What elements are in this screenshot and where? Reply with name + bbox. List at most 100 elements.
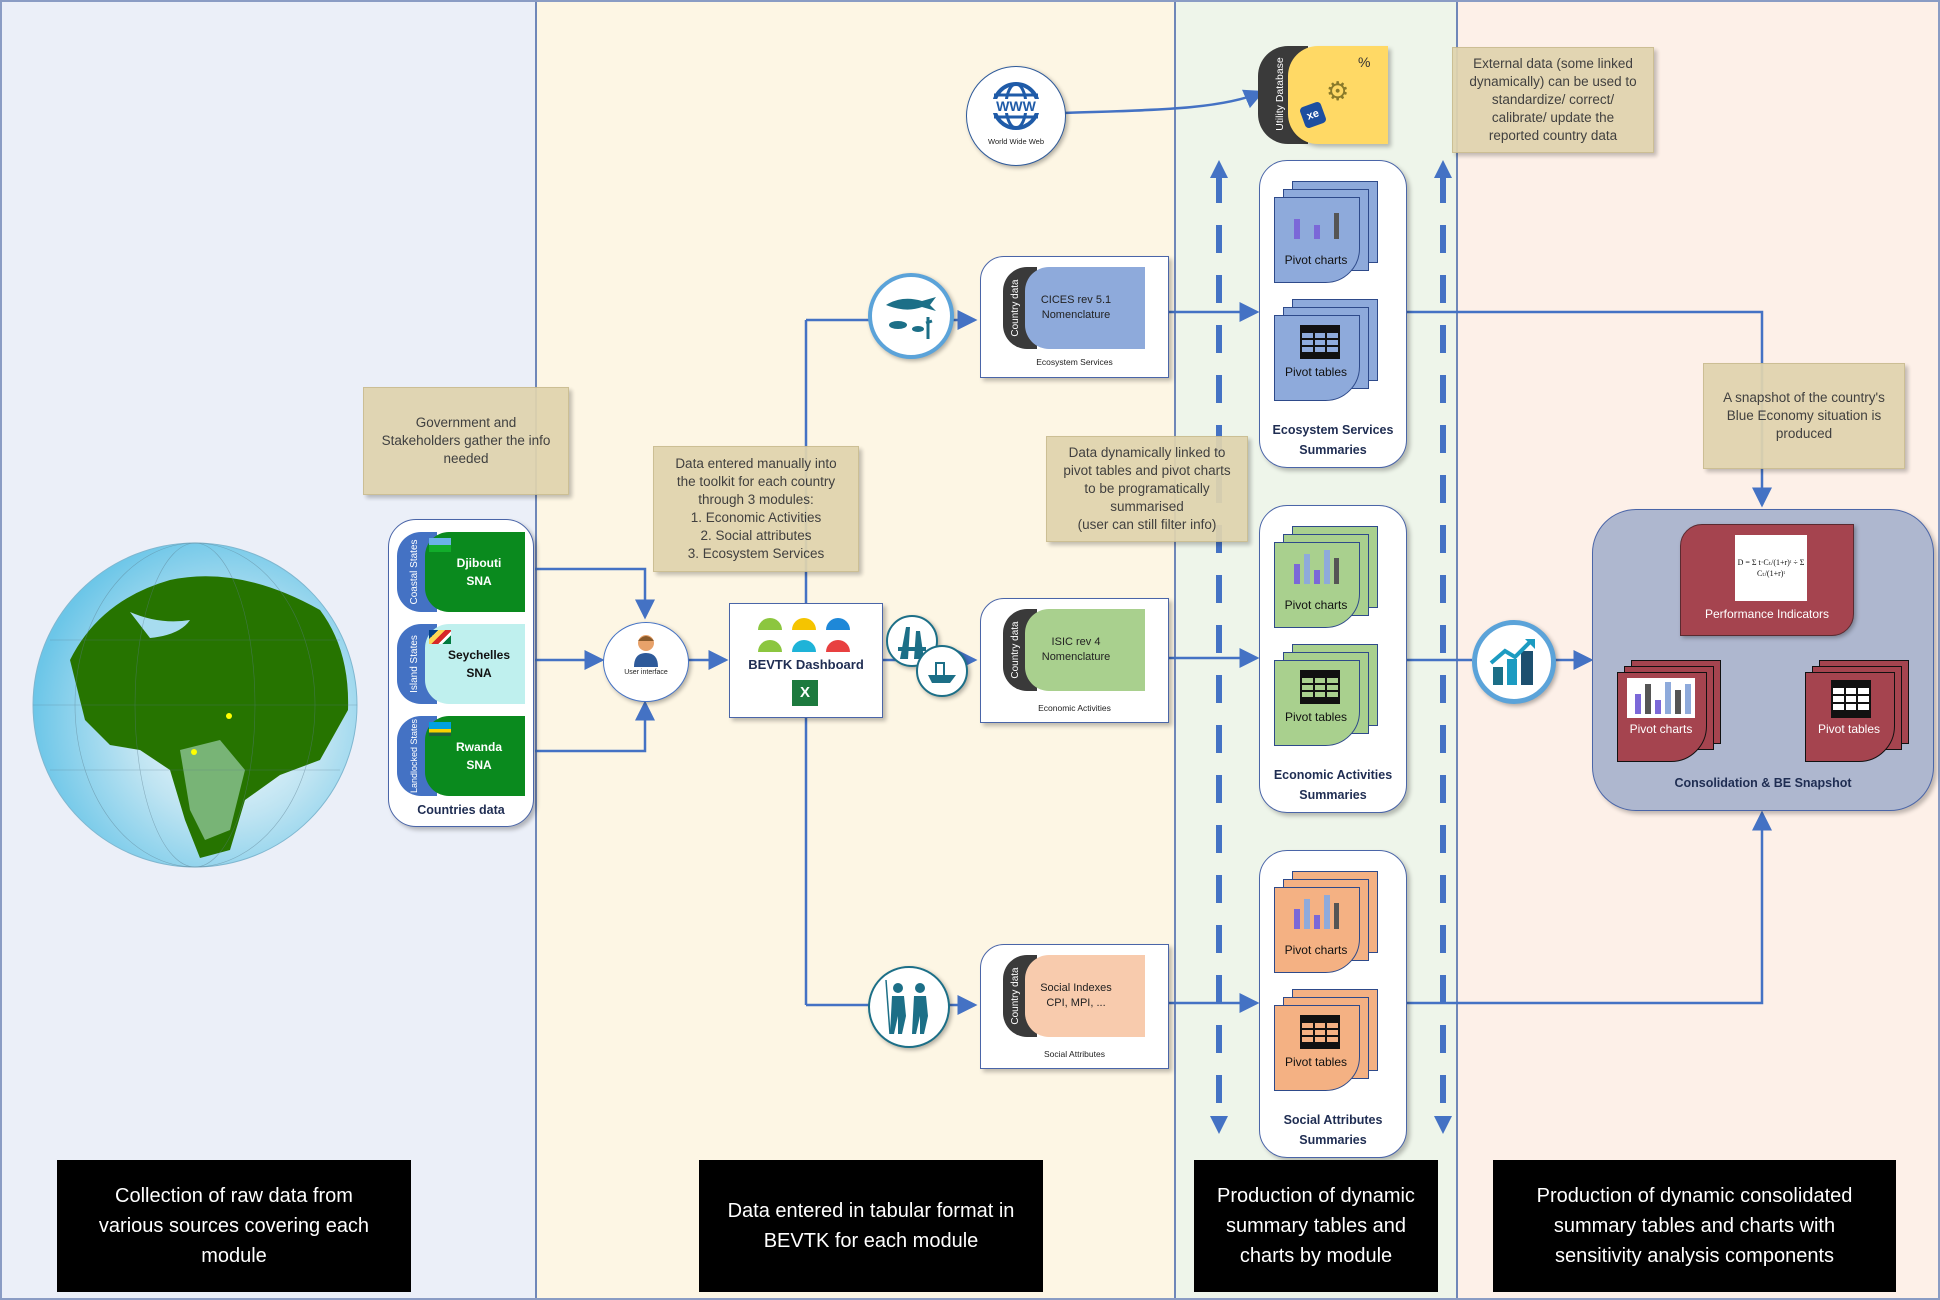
country-djibouti[interactable]: Coastal States Djibouti SNA (397, 532, 525, 612)
countries-data-panel: Coastal States Djibouti SNA Island State… (388, 519, 534, 827)
summary-social[interactable]: Pivot charts Pivot tables Social Attribu… (1259, 850, 1407, 1158)
user-interface-node[interactable]: User interface (603, 622, 689, 702)
oil-rig-icon (898, 627, 926, 659)
bar-chart-icon (1294, 550, 1339, 584)
world-wide-web-node[interactable]: WWW World Wide Web (966, 66, 1066, 166)
table-grid-icon (1300, 670, 1340, 704)
gauge-icons (758, 618, 850, 652)
country-name: Seychelles SNA (447, 648, 511, 680)
module-caption: Ecosystem Services (1036, 357, 1113, 367)
pivot-tables-label: Pivot tables (1284, 365, 1348, 379)
nomenclature-text: Social Indexes CPI, MPI, ... (1040, 982, 1112, 1009)
caption-entry-text: Data entered in tabular format in BEVTK … (727, 1200, 1015, 1252)
module-caption: Economic Activities (1038, 703, 1111, 713)
lane-divider (1174, 0, 1176, 1300)
social-icon-node[interactable] (868, 966, 950, 1048)
performance-indicators-label: Performance Indicators (1704, 607, 1830, 621)
nomenclature-text: ISIC rev 4 Nomenclature (1041, 636, 1111, 663)
bar-chart-icon (1294, 205, 1339, 239)
pivot-tables-label: Pivot tables (1284, 1055, 1348, 1069)
country-data-label: Country data (1010, 621, 1021, 679)
note-gather: Government and Stakeholders gather the i… (363, 387, 569, 495)
growth-chart-icon (1489, 639, 1535, 685)
dashed-arrowhead (1210, 1116, 1228, 1134)
countries-data-title: Countries data (417, 803, 505, 817)
country-seychelles[interactable]: Island States Seychelles SNA (397, 624, 525, 704)
analytics-node[interactable] (1472, 620, 1556, 704)
caption-entry: Data entered in tabular format in BEVTK … (699, 1160, 1043, 1292)
note-external: External data (some linked dynamically) … (1452, 47, 1654, 153)
note-dynamic-link-text: Data dynamically linked to pivot tables … (1063, 445, 1231, 532)
fishing-boat-icon-node[interactable] (916, 645, 968, 697)
summary-ecosystem[interactable]: Pivot charts Pivot tables Ecosystem Serv… (1259, 160, 1407, 468)
connector-rwanda-ui (535, 700, 655, 753)
caption-consolidation-text: Production of dynamic consolidated summa… (1536, 1185, 1853, 1267)
globe-www-icon (991, 82, 1041, 130)
note-external-text: External data (some linked dynamically) … (1469, 56, 1637, 143)
pivot-tables-label: Pivot tables (1284, 710, 1348, 724)
bevtk-dashboard[interactable]: BEVTK Dashboard X (729, 603, 883, 718)
www-label: World Wide Web (988, 137, 1044, 146)
caption-consolidation: Production of dynamic consolidated summa… (1493, 1160, 1896, 1292)
flag-icon (429, 630, 451, 644)
note-dynamic-link: Data dynamically linked to pivot tables … (1046, 436, 1248, 542)
country-name: Djibouti SNA (456, 556, 502, 588)
caption-production-text: Production of dynamic summary tables and… (1217, 1185, 1415, 1267)
pivot-charts-label: Pivot charts (1284, 598, 1348, 612)
performance-indicators[interactable]: D = Σ t·Cₜ/(1+r)ᵗ ÷ Σ Cₜ/(1+r)ᵗ Performa… (1680, 524, 1854, 636)
caption-production: Production of dynamic summary tables and… (1194, 1160, 1438, 1292)
utility-sheet (1288, 46, 1388, 144)
bar-chart-icon (1294, 895, 1339, 929)
consolidated-tables-label: Pivot tables (1817, 722, 1881, 736)
caption-collection: Collection of raw data from various sour… (57, 1160, 411, 1292)
country-name: Rwanda SNA (455, 740, 502, 772)
globe-illustration (32, 542, 358, 868)
table-grid-icon (1300, 325, 1340, 359)
fishing-boat-icon (928, 662, 956, 683)
user-icon (634, 635, 658, 667)
note-manual-entry: Data entered manually into the toolkit f… (653, 446, 859, 572)
module-economic-data[interactable]: Country data ISIC rev 4 Nomenclature Eco… (980, 598, 1169, 723)
excel-icon: X (792, 680, 818, 706)
connector-djibouti-ui (535, 567, 655, 620)
ecosystem-icon-node[interactable] (868, 273, 954, 359)
fishers-people-icon (885, 979, 928, 1035)
category-label: Coastal States (409, 539, 420, 605)
utility-database[interactable]: Utility Database xe ⚙ % (1258, 46, 1388, 144)
flag-icon (429, 538, 451, 552)
note-gather-text: Government and Stakeholders gather the i… (381, 415, 551, 466)
dashed-arrowhead (1434, 1116, 1452, 1134)
note-snapshot-text: A snapshot of the country's Blue Economy… (1723, 390, 1885, 441)
percent-icon: % (1358, 54, 1371, 70)
nomenclature-text: CICES rev 5.1 Nomenclature (1040, 294, 1112, 321)
flag-icon (429, 722, 451, 736)
module-social-data[interactable]: Country data Social Indexes CPI, MPI, ..… (980, 944, 1169, 1069)
note-manual-entry-text: Data entered manually into the toolkit f… (675, 456, 837, 561)
consolidated-charts-label: Pivot charts (1629, 722, 1693, 736)
www-glyph: WWW (996, 98, 1036, 114)
connector-www-utility (1063, 89, 1265, 115)
dashboard-label: BEVTK Dashboard (748, 657, 864, 672)
summary-title: Economic Activities Summaries (1273, 768, 1393, 802)
country-rwanda[interactable]: Landlocked States Rwanda SNA (397, 716, 525, 796)
caption-collection-text: Collection of raw data from various sour… (98, 1185, 370, 1267)
country-data-label: Country data (1010, 279, 1021, 337)
lane-divider (1456, 0, 1458, 1300)
summary-economic[interactable]: Pivot charts Pivot tables Economic Activ… (1259, 505, 1407, 813)
note-snapshot: A snapshot of the country's Blue Economy… (1703, 363, 1905, 469)
category-label: Island States (409, 635, 420, 693)
country-data-label: Country data (1010, 967, 1021, 1025)
table-grid-icon (1300, 1015, 1340, 1049)
category-label: Landlocked States (409, 718, 419, 794)
connector-social-consolidation (1405, 810, 1772, 1005)
pivot-charts-label: Pivot charts (1284, 943, 1348, 957)
nomenclature-sheet (1025, 609, 1145, 691)
pivot-charts-label: Pivot charts (1284, 253, 1348, 267)
consolidation-title: Consolidation & BE Snapshot (1674, 776, 1852, 790)
summary-title: Social Attributes Summaries (1283, 1113, 1383, 1147)
nomenclature-sheet (1025, 267, 1145, 349)
nomenclature-sheet (1025, 955, 1145, 1037)
module-ecosystem-data[interactable]: Country data CICES rev 5.1 Nomenclature … (980, 256, 1169, 378)
consolidation-panel[interactable]: D = Σ t·Cₜ/(1+r)ᵗ ÷ Σ Cₜ/(1+r)ᵗ Performa… (1592, 509, 1934, 811)
